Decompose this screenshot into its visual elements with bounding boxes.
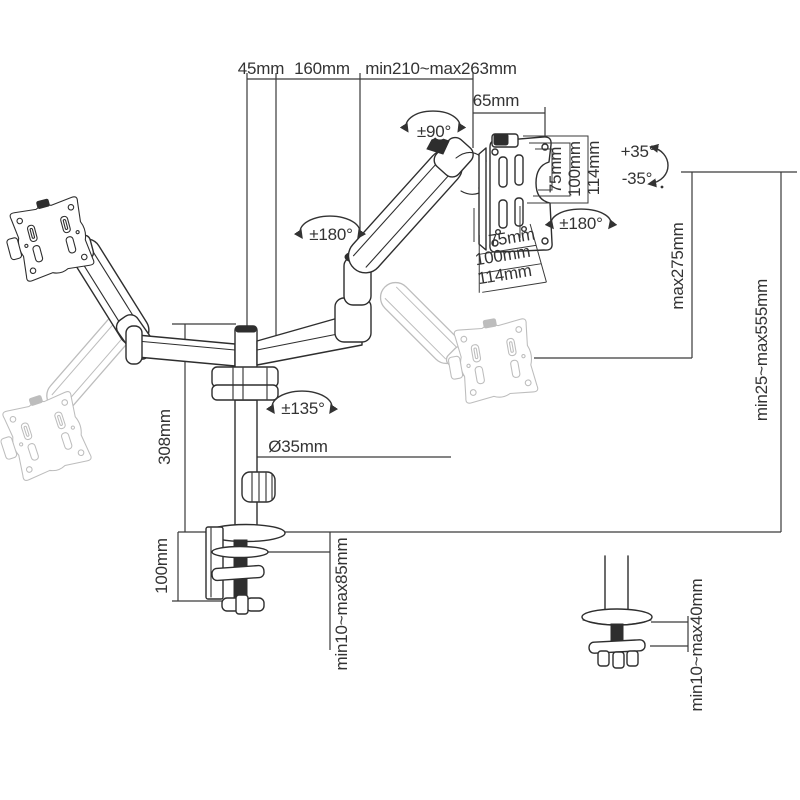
collar-lower xyxy=(211,384,279,401)
rotate-180-left-arrow-icon xyxy=(293,215,367,240)
grommet-desk-range-label: min10~max40mm xyxy=(687,578,706,711)
center-pole-assembly xyxy=(211,325,279,529)
desk-clamp xyxy=(205,523,286,615)
height-max-label: max275mm xyxy=(668,222,687,309)
ghost-right-vesa-plate xyxy=(442,312,539,407)
vesa-v-brackets xyxy=(523,135,589,204)
clamp-desk-range-label: min10~max85mm xyxy=(332,537,351,670)
rotate-180-right-arrow-icon xyxy=(544,208,618,230)
dim-arm-reach-label: min210~max263mm xyxy=(365,59,517,78)
clamp-lower-jaw xyxy=(211,564,265,582)
grommet-mount-detail xyxy=(581,555,653,669)
ghost-right-arm xyxy=(379,281,539,407)
rotate-135-arrow-icon xyxy=(265,390,339,415)
max275-line xyxy=(534,172,693,359)
plate-release-knob xyxy=(493,133,509,146)
dim-vesa-offset-label: 65mm xyxy=(473,91,519,110)
collar-upper xyxy=(211,366,279,388)
clamp-height-label: 100mm xyxy=(152,538,171,594)
vesa-h-brackets xyxy=(478,223,547,293)
left-bar-hinge xyxy=(125,325,143,365)
grommet-dim-line xyxy=(650,616,689,652)
vesa-vertical-75-label: 75mm xyxy=(546,147,565,193)
clamp-lever xyxy=(211,545,269,559)
rotation-symbols xyxy=(265,110,669,415)
rotate-elbow-180-label: ±180° xyxy=(309,225,353,244)
right-arm xyxy=(256,135,487,366)
pole-height-label: 308mm xyxy=(155,409,174,465)
rotate-90-arrow-icon xyxy=(399,110,467,133)
dim-65-line xyxy=(473,107,546,140)
grommet-pole xyxy=(604,555,629,613)
tilt-arrow-icon xyxy=(647,143,669,188)
left-lower-bar xyxy=(136,334,236,367)
ghost-left-vesa-plate xyxy=(0,385,93,485)
height-range-label: min25~max555mm xyxy=(752,279,771,421)
dim-100-line xyxy=(172,532,233,602)
plate-side-face xyxy=(478,147,487,251)
left-arm xyxy=(0,191,236,367)
pole-top-cap xyxy=(234,325,258,371)
clamp-range-line xyxy=(268,532,331,650)
dim-arm-front-label: 160mm xyxy=(294,59,350,78)
clamp-wing-center xyxy=(235,594,249,615)
right-head-knob xyxy=(426,135,450,155)
tilt-up-label: +35° xyxy=(621,142,656,161)
right-vesa-plate xyxy=(473,133,589,293)
vesa-vertical-114-label: 114mm xyxy=(584,141,603,195)
rotate-vesa-180-label: ±180° xyxy=(559,214,603,233)
tilt-down-label: -35° xyxy=(622,169,653,188)
dim-offset-45-label: 45mm xyxy=(238,59,284,78)
pole-cap-band xyxy=(235,325,257,333)
clamp-c-bracket xyxy=(205,526,224,600)
rotate-pole-135-label: ±135° xyxy=(281,399,325,418)
vesa-vertical-100-label: 100mm xyxy=(565,141,584,197)
pole-diameter-label: Ø35mm xyxy=(268,437,327,456)
pole xyxy=(234,399,258,529)
swivel-90-label: ±90° xyxy=(417,122,451,141)
